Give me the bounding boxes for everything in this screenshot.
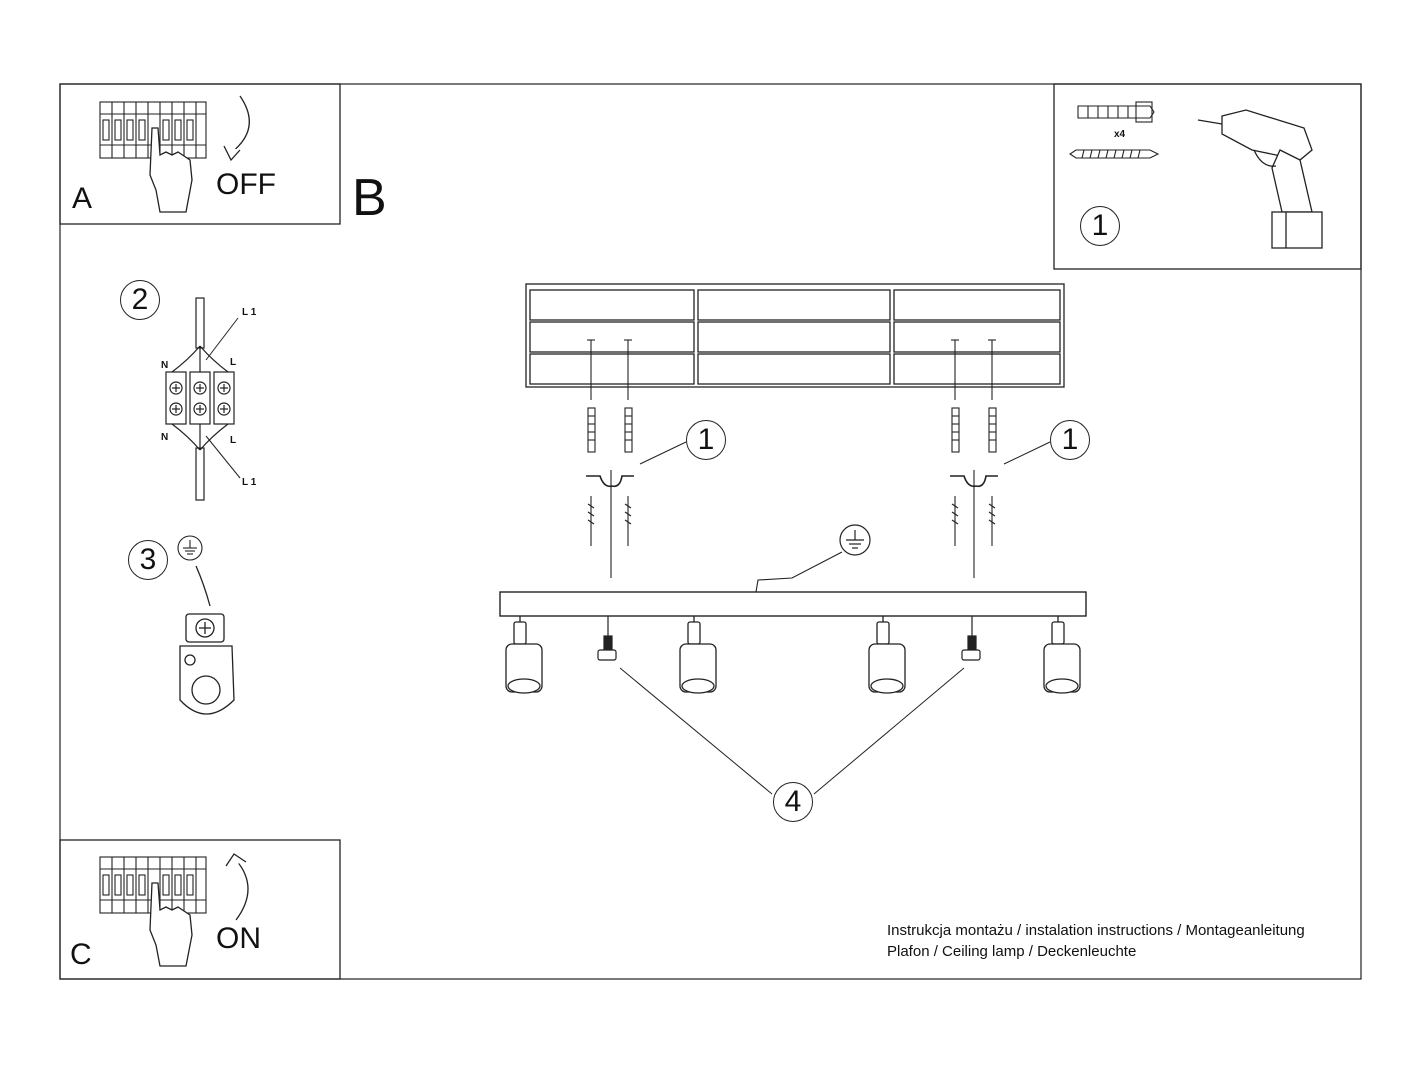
panel-a-letter: A [72, 182, 93, 215]
left-fixing-hardware [586, 339, 687, 578]
tools-panel-frame [1053, 83, 1362, 270]
hand-icon [149, 127, 193, 213]
lamp-bar [499, 591, 1087, 617]
ceiling-plate [525, 283, 1065, 388]
breaker-box-icon [99, 101, 207, 159]
arrow-up-icon [235, 859, 249, 921]
spotlight [1043, 616, 1081, 694]
panel-c-action: ON [216, 922, 261, 955]
drill-icon [1197, 109, 1323, 249]
mounting-bolt [961, 616, 981, 661]
terminal-label-l-top: L [230, 357, 237, 368]
panel-b-letter: B [352, 169, 387, 227]
caption-line-1: Instrukcja montażu / instalation instruc… [887, 922, 1305, 939]
right-bracket-step-number: 1 [1050, 420, 1090, 460]
panel-c-frame [59, 839, 341, 980]
tools-step-number: 1 [1080, 206, 1120, 246]
spotlight [505, 616, 543, 694]
outer-frame [59, 83, 1362, 980]
ground-wire [755, 551, 843, 593]
earth-symbol-icon-small [177, 535, 203, 561]
spot-step-number: 4 [773, 782, 813, 822]
terminal-label-n-bottom: N [161, 432, 169, 443]
panel-c-letter: C [70, 938, 92, 971]
earth-clamp-diagram [179, 565, 235, 715]
terminal-label-l1-top: L 1 [242, 307, 257, 318]
wiring-step-number: 2 [120, 280, 160, 320]
right-fixing-hardware [950, 339, 1051, 578]
terminal-block-diagram [165, 297, 241, 501]
spotlight [679, 616, 717, 694]
terminal-label-l-bottom: L [230, 435, 237, 446]
caption-line-2: Plafon / Ceiling lamp / Deckenleuchte [887, 943, 1137, 960]
grounding-step-number: 3 [128, 540, 168, 580]
mounting-bolt [597, 616, 617, 661]
terminal-label-l1-bottom: L 1 [242, 477, 257, 488]
quantity-label: x4 [1114, 129, 1126, 140]
hand-icon-c [149, 882, 193, 967]
panel-a-action: OFF [216, 168, 276, 201]
instructions-caption: Instrukcja montażu / instalation instruc… [887, 920, 1305, 962]
wall-plug-icon [1077, 101, 1155, 123]
spotlight [868, 616, 906, 694]
earth-symbol-icon [839, 524, 871, 556]
screw-icon [1069, 149, 1160, 159]
terminal-label-n-top: N [161, 360, 169, 371]
left-bracket-step-number: 1 [686, 420, 726, 460]
panel-a-frame [59, 83, 341, 225]
arrow-down-icon [231, 95, 250, 153]
